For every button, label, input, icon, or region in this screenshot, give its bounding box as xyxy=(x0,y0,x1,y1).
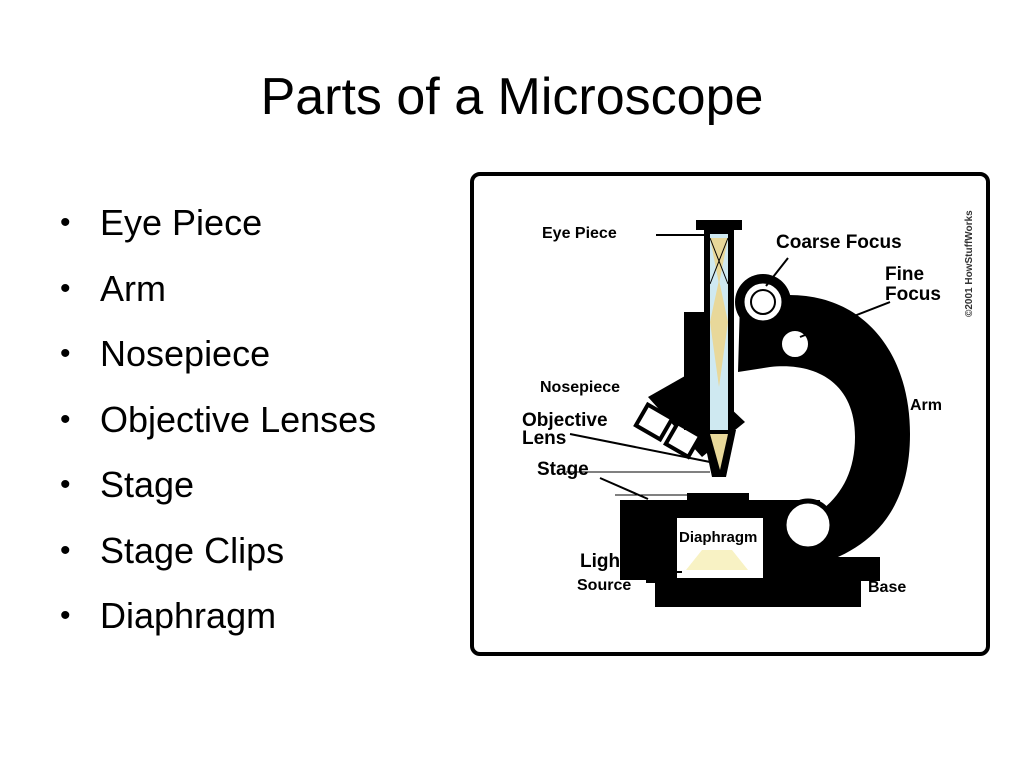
list-item-text: Diaphragm xyxy=(100,595,277,636)
list-item: • Eye Piece xyxy=(58,190,376,256)
microscope-base xyxy=(655,577,861,607)
parts-bullet-list: • Eye Piece • Arm • Nosepiece • Objective Le… xyxy=(58,190,376,649)
base-label: Base xyxy=(868,579,906,596)
microscope-diagram: Eye Piece Coarse Focus Fine Focus Nosepi… xyxy=(470,172,990,656)
bullet-icon: • xyxy=(60,599,71,632)
objective-light xyxy=(710,434,728,470)
list-item: • Stage xyxy=(58,452,376,518)
eye-piece-label: Eye Piece xyxy=(542,225,617,242)
diaphragm-label: Diaphragm xyxy=(679,529,757,546)
list-item-text: Stage xyxy=(100,464,195,505)
bullet-icon: • xyxy=(60,402,71,436)
list-item: • Nosepiece xyxy=(58,321,376,387)
light-source-label-line2: Source xyxy=(577,577,631,594)
list-item-text: Arm xyxy=(100,267,166,309)
eyepiece-cap xyxy=(696,220,742,230)
bullet-icon: • xyxy=(60,206,71,239)
list-item: • Diaphragm xyxy=(58,583,376,649)
fine-focus-knob xyxy=(778,327,812,361)
list-item-text: Objective Lenses xyxy=(100,398,377,440)
list-item-text: Eye Piece xyxy=(100,202,263,243)
coarse-focus-label: Coarse Focus xyxy=(776,232,902,253)
nosepiece-label: Nosepiece xyxy=(540,379,620,396)
stage-slide xyxy=(687,493,749,501)
coarse-focus-knob-center xyxy=(750,289,776,315)
microscope-stage xyxy=(620,500,820,518)
bullet-icon: • xyxy=(60,468,71,501)
slide-title: Parts of a Microscope xyxy=(260,68,764,126)
list-item: • Stage Clips xyxy=(58,518,376,584)
light-beam xyxy=(686,550,748,570)
bullet-icon: • xyxy=(60,337,71,370)
stage-rim xyxy=(646,577,666,583)
fine-focus-label-line1: Fine xyxy=(885,264,924,285)
list-item: • Arm xyxy=(58,256,376,322)
fine-focus-label-line2: Focus xyxy=(885,284,941,305)
bullet-icon: • xyxy=(60,533,71,567)
stage-label: Stage xyxy=(537,459,589,480)
microscope-arm xyxy=(738,294,910,567)
base-knob xyxy=(781,498,835,552)
list-item-text: Stage Clips xyxy=(100,529,285,571)
lens-middle xyxy=(710,280,728,387)
arm-label: Arm xyxy=(910,397,942,414)
light-source-label-line1: Light xyxy=(580,551,627,572)
list-item: • Objective Lenses xyxy=(58,387,376,453)
copyright-text: ©2001 HowStuffWorks xyxy=(964,210,975,317)
bullet-icon: • xyxy=(60,271,71,305)
objective-lens-label-line1: Objective xyxy=(522,410,608,431)
list-item-text: Nosepiece xyxy=(100,333,271,374)
objective-lens-label-line2: Lens xyxy=(522,428,566,449)
